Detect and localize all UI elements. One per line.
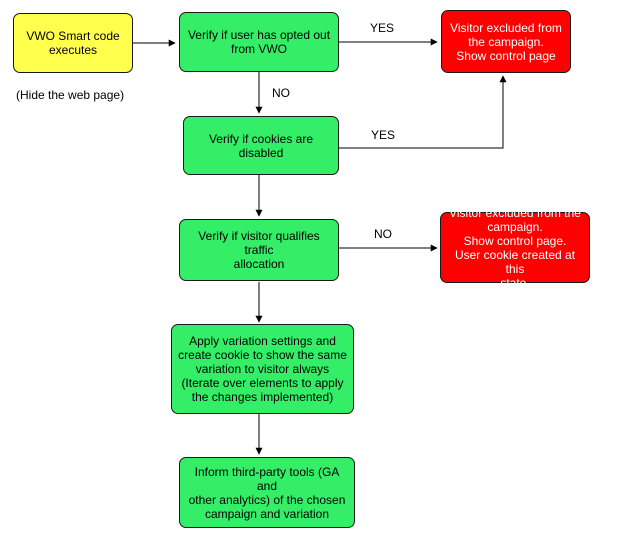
excluded-cookie-node: Visitor excluded from the campaign. Show…: [440, 206, 590, 290]
cookies-check-text: Verify if cookies are disabled: [208, 131, 314, 160]
inform-tools-node: Inform third-party tools (GA and other a…: [179, 457, 355, 528]
start-node: VWO Smart code executes: [13, 13, 133, 73]
connector-cookies-yes: [338, 75, 507, 149]
opt-out-check-text: Verify if user has opted out from VWO: [187, 28, 331, 56]
traffic-check-node: Verify if visitor qualifies traffic allo…: [179, 219, 339, 281]
opt-out-check-node: Verify if user has opted out from VWO: [179, 12, 339, 72]
apply-variation-node: Apply variation settings and create cook…: [171, 324, 354, 414]
excluded-cookie-text: Visitor excluded from the campaign. Show…: [449, 205, 581, 290]
traffic-check-text: Verify if visitor qualifies traffic allo…: [198, 229, 320, 271]
excluded-control-node: Visitor excluded from the campaign. Show…: [441, 10, 571, 73]
hide-page-note: (Hide the web page): [16, 88, 125, 102]
yes-label-opt-out: YES: [370, 21, 395, 35]
no-label-opt-out: NO: [272, 86, 290, 100]
apply-variation-text: Apply variation settings and create cook…: [178, 334, 347, 404]
start-node-text: VWO Smart code executes: [26, 29, 120, 57]
inform-tools-text: Inform third-party tools (GA and other a…: [188, 464, 346, 521]
excluded-control-text: Visitor excluded from the campaign. Show…: [450, 20, 562, 63]
cookies-check-node: Verify if cookies are disabled: [183, 116, 339, 175]
yes-label-cookies: YES: [371, 128, 396, 142]
no-label-traffic: NO: [374, 227, 392, 241]
